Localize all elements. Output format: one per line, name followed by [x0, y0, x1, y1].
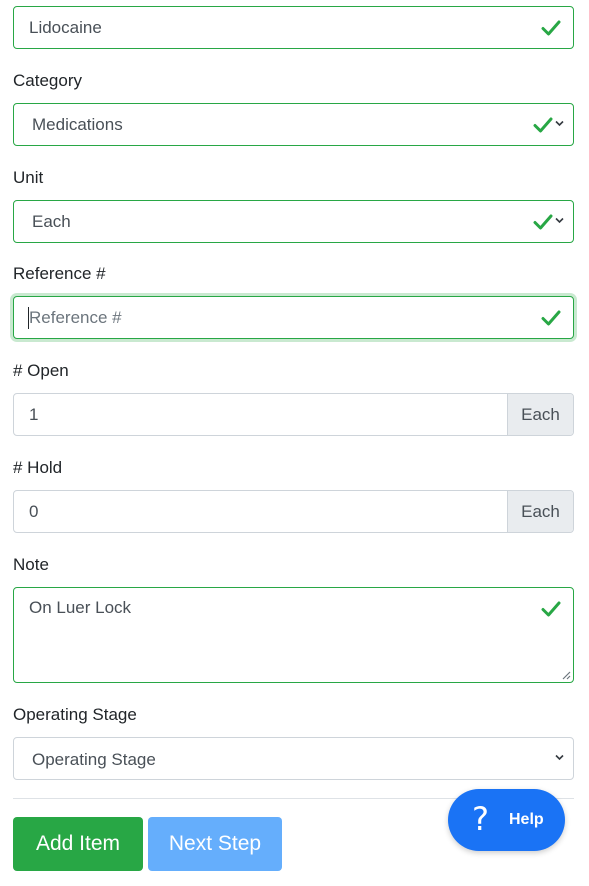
add-item-button[interactable]: Add Item	[13, 817, 143, 871]
question-icon: ?	[472, 800, 489, 838]
chevron-down-icon	[555, 217, 564, 224]
note-label: Note	[13, 555, 49, 574]
operating-stage-value: Operating Stage	[32, 750, 156, 769]
reference-label: Reference #	[13, 264, 106, 283]
operating-stage-select[interactable]: Operating Stage	[13, 737, 574, 780]
open-label: # Open	[13, 361, 69, 380]
check-icon	[541, 19, 561, 37]
unit-label: Unit	[13, 168, 44, 187]
chevron-down-icon	[555, 120, 564, 127]
chevron-down-icon	[555, 754, 564, 761]
help-label: Help	[509, 811, 544, 828]
open-value: 1	[29, 405, 39, 424]
help-button[interactable]: ? Help	[448, 789, 565, 851]
note-value: On Luer Lock	[29, 598, 132, 617]
category-select[interactable]: Medications	[13, 103, 574, 146]
hold-unit-addon: Each	[507, 491, 573, 532]
item-name-value: Lidocaine	[29, 18, 102, 37]
category-value: Medications	[32, 115, 123, 134]
check-icon	[533, 213, 553, 231]
resize-grip-icon[interactable]	[561, 670, 571, 680]
operating-stage-label: Operating Stage	[13, 705, 137, 724]
note-textarea[interactable]: On Luer Lock	[13, 587, 574, 683]
open-unit-addon: Each	[507, 394, 573, 435]
text-cursor	[28, 307, 29, 329]
check-icon	[541, 309, 561, 327]
reference-placeholder: Reference #	[29, 308, 122, 327]
check-icon	[533, 116, 553, 134]
hold-value: 0	[29, 502, 39, 521]
item-name-input[interactable]: Lidocaine	[13, 6, 574, 49]
next-step-button[interactable]: Next Step	[148, 817, 282, 871]
unit-select[interactable]: Each	[13, 200, 574, 243]
open-input[interactable]: 1 Each	[13, 393, 574, 436]
unit-value: Each	[32, 212, 71, 231]
category-label: Category	[13, 71, 82, 90]
divider	[13, 798, 574, 799]
hold-input[interactable]: 0 Each	[13, 490, 574, 533]
hold-label: # Hold	[13, 458, 63, 477]
reference-input[interactable]: Reference #	[13, 296, 574, 339]
check-icon	[541, 600, 561, 618]
